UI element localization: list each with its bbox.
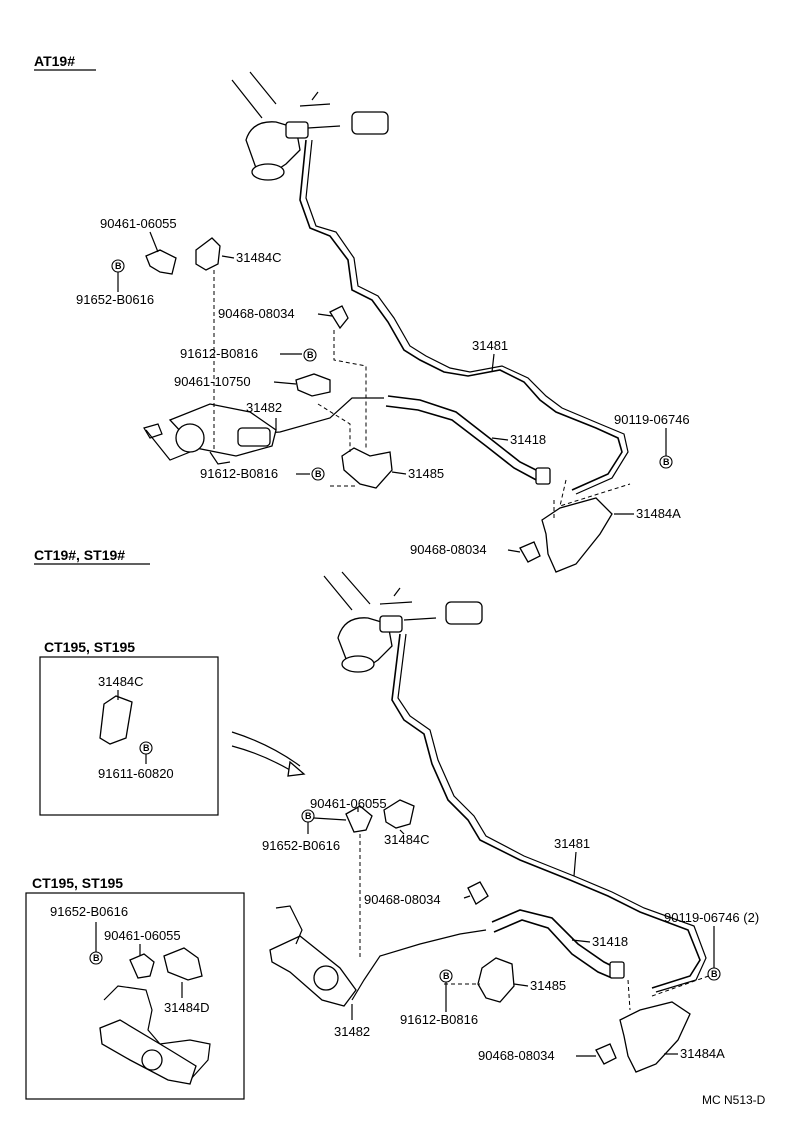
bracket-31484c-bottom (383, 799, 415, 829)
svg-text:B: B (663, 457, 670, 467)
slave-cylinder-inset (99, 985, 211, 1085)
master-cylinder-top (231, 71, 389, 181)
inset-box-1 (39, 656, 219, 816)
label-31484c-inset: 31484C (98, 674, 144, 689)
section-title-ct19-st19: CT19#, ST19# (34, 547, 125, 563)
inset-title-2: CT195, ST195 (32, 875, 123, 891)
inset-title-1: CT195, ST195 (44, 639, 135, 655)
label-31484a-top: 31484A (636, 506, 681, 521)
svg-text:B: B (443, 971, 450, 981)
svg-text:B: B (307, 350, 314, 360)
bracket-31485-bottom (477, 957, 515, 1003)
label-31485-top: 31485 (408, 466, 444, 481)
bracket-31485-top (341, 447, 393, 489)
svg-text:B: B (93, 953, 100, 963)
bracket-31484a-bottom (619, 1001, 691, 1073)
bracket-31484a-top (541, 497, 613, 573)
label-90461-10750: 90461-10750 (174, 374, 251, 389)
clip-90468-08034-top (329, 305, 349, 330)
flex-hose-31418-top (387, 395, 545, 475)
clip-90461-10750 (295, 373, 331, 397)
label-31481-bottom: 31481 (554, 836, 590, 851)
label-91652-b0616-bottom: 91652-B0616 (262, 838, 340, 853)
label-90461-06055-inset: 90461-06055 (104, 928, 181, 943)
svg-text:B: B (305, 811, 312, 821)
label-91611-60820: 91611-60820 (98, 766, 174, 781)
slave-cylinder-31482-top (143, 403, 277, 465)
flex-hose-31418-bottom (491, 909, 617, 969)
section-title-at19: AT19# (34, 53, 75, 69)
label-31484a-bottom: 31484A (680, 1046, 725, 1061)
svg-text:B: B (711, 969, 718, 979)
label-31481-top: 31481 (472, 338, 508, 353)
label-31484d: 31484D (164, 1000, 210, 1015)
label-91612-b0816-top-a: 91612-B0816 (180, 346, 258, 361)
label-90468-08034-bottom-b: 90468-08034 (478, 1048, 555, 1063)
label-91652-b0616-inset: 91652-B0616 (50, 904, 128, 919)
clip-90468-08034-bottom (467, 881, 489, 905)
label-90461-06055-top: 90461-06055 (100, 216, 177, 231)
label-31482-top: 31482 (246, 400, 282, 415)
clip-90461-06055-top (145, 249, 177, 275)
label-90468-08034-bottom: 90468-08034 (364, 892, 441, 907)
svg-text:B: B (315, 469, 322, 479)
label-31418-top: 31418 (510, 432, 546, 447)
label-90119-06746-top: 90119-06746 (614, 412, 690, 427)
label-31484c-bottom: 31484C (384, 832, 430, 847)
label-90461-06055-bottom: 90461-06055 (310, 796, 387, 811)
label-90119-06746-bottom: 90119-06746 (2) (664, 910, 759, 925)
reference-code: MC N513-D (702, 1093, 766, 1107)
bracket-31484d (163, 947, 203, 981)
clip-90461-06055-bottom (345, 805, 373, 833)
bolt-marker-icon: B (115, 261, 122, 271)
clip-90468-08034-bottom-b (595, 1043, 617, 1065)
slave-cylinder-31482-bottom (269, 905, 487, 1007)
clip-90461-06055-inset (129, 953, 155, 979)
bracket-31484c-inset (99, 695, 133, 745)
clutch-line-31481-top (299, 139, 623, 491)
label-91652-b0616-top: 91652-B0616 (76, 292, 154, 307)
label-90468-08034-top-b: 90468-08034 (410, 542, 487, 557)
label-91612-b0816-top-b: 91612-B0816 (200, 466, 278, 481)
label-91612-b0816-bottom: 91612-B0816 (400, 1012, 478, 1027)
pointer-arrow (231, 731, 301, 767)
label-31418-bottom: 31418 (592, 934, 628, 949)
label-90468-08034-top: 90468-08034 (218, 306, 295, 321)
label-31482-bottom: 31482 (334, 1024, 370, 1039)
clip-90468-08034-top-b (519, 541, 541, 563)
master-cylinder-bottom (323, 571, 483, 673)
inset-box-2 (25, 892, 245, 1100)
label-31485-bottom: 31485 (530, 978, 566, 993)
svg-text:B: B (143, 743, 150, 753)
label-31484c-top: 31484C (236, 250, 282, 265)
bracket-31484c-top (195, 237, 221, 271)
clutch-line-31481-bottom (391, 633, 701, 989)
